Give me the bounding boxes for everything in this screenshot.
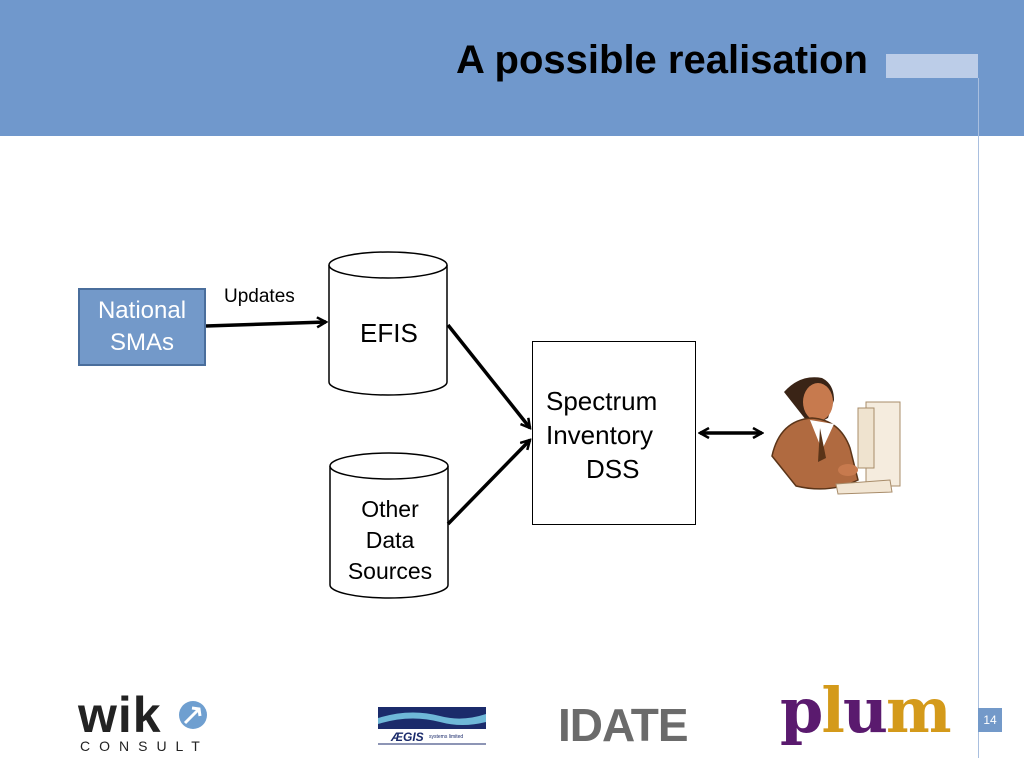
dss-line-2: Inventory [546,420,653,450]
dss-box [532,341,696,525]
wik-consult-text: CONSULT [80,738,209,754]
efis-label: EFIS [360,318,418,348]
dss-line-3: DSS [586,454,640,484]
right-divider [978,78,979,758]
updates-label: Updates [224,286,295,307]
dss-label: Spectrum Inventory DSS [546,384,657,486]
efis-cylinder [328,251,448,396]
slide-title: A possible realisation [456,38,868,82]
plum-letter-m: m [886,674,952,747]
wik-word: wik [78,687,162,743]
other-sources-label: Other Data Sources [330,494,450,587]
national-smas-box: National SMAs [78,288,206,366]
other-line-2: Data [365,527,415,553]
plum-letter-l: l [821,674,845,747]
page-number: 14 [978,708,1002,732]
title-accent-bar [886,54,978,78]
updates-arrow [205,322,326,326]
aegis-logo-graphic [378,707,486,745]
other-line-3: Sources [347,558,433,584]
sma-line-2: SMAs [109,329,174,356]
aegis-sub: systems limited [429,734,464,740]
efis-to-dss-arrow [446,323,530,428]
header-banner [0,0,1024,136]
sma-line-1: National [97,297,187,324]
user-computer-clipart [771,377,901,495]
plum-letter-u: u [842,674,888,747]
plum-logo: plum [780,678,952,744]
other-sources-cylinder [329,452,449,599]
aegis-logo: ÆGIS systems limited [377,706,487,746]
aegis-word: ÆGIS [391,730,424,744]
other-line-1: Other [361,496,419,522]
idate-logo: IDATE [558,699,689,751]
wik-logo-mark [179,701,207,729]
other-to-dss-arrow [446,440,530,526]
plum-letter-p: p [780,674,823,747]
dss-line-1: Spectrum [546,386,658,416]
